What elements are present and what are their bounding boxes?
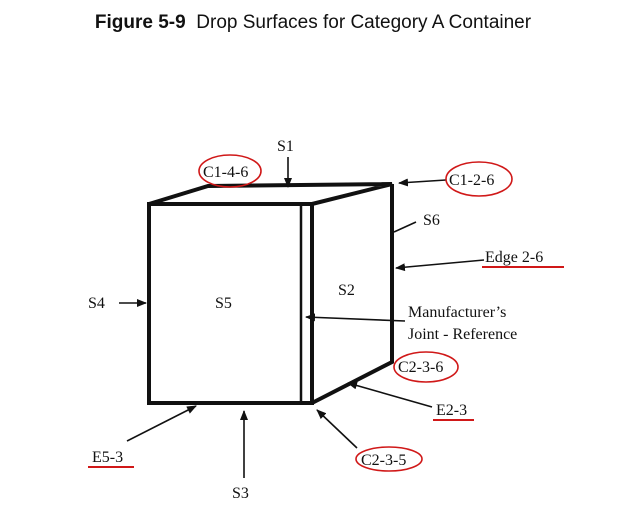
c126-highlight-circle [445, 161, 513, 197]
front-face-s5 [147, 202, 314, 405]
c235-label: C2-3-5 [361, 452, 406, 469]
e53-label: E5-3 [92, 449, 123, 466]
c146-highlight-circle [198, 154, 262, 188]
figure-title: Figure 5-9 Drop Surfaces for Category A … [0, 12, 626, 34]
joint-label-line1: Manufacturer’s [408, 304, 506, 321]
figure-number: Figure 5-9 [94, 12, 186, 33]
c236-label: C2-3-6 [398, 359, 443, 376]
s6-label: S6 [423, 212, 440, 229]
top-face-s6 [148, 182, 393, 206]
e23-label: E2-3 [436, 402, 467, 419]
c236-highlight-circle [393, 351, 459, 383]
container-box [147, 182, 394, 405]
figure-caption: Drop Surfaces for Category A Container [196, 12, 532, 33]
s6-leader [393, 221, 417, 233]
c126-arrow [398, 178, 447, 187]
c235-arrow [316, 409, 358, 449]
e53-arrow [126, 405, 197, 442]
c126-label: C1-2-6 [449, 172, 494, 189]
s2-label: S2 [338, 282, 355, 299]
s1-label: S1 [277, 138, 294, 155]
s5-label: S5 [215, 295, 232, 312]
s3-label: S3 [232, 485, 249, 502]
edge26-label: Edge 2-6 [485, 249, 543, 266]
joint-arrow [305, 313, 406, 322]
s4-label: S4 [88, 295, 105, 312]
edge26-arrow [395, 259, 485, 272]
joint-label-line2: Joint - Reference [408, 326, 517, 343]
side-face-s2 [311, 184, 394, 405]
c235-highlight-circle [355, 446, 423, 472]
c146-label: C1-4-6 [203, 164, 248, 181]
e23-arrow [347, 381, 433, 408]
